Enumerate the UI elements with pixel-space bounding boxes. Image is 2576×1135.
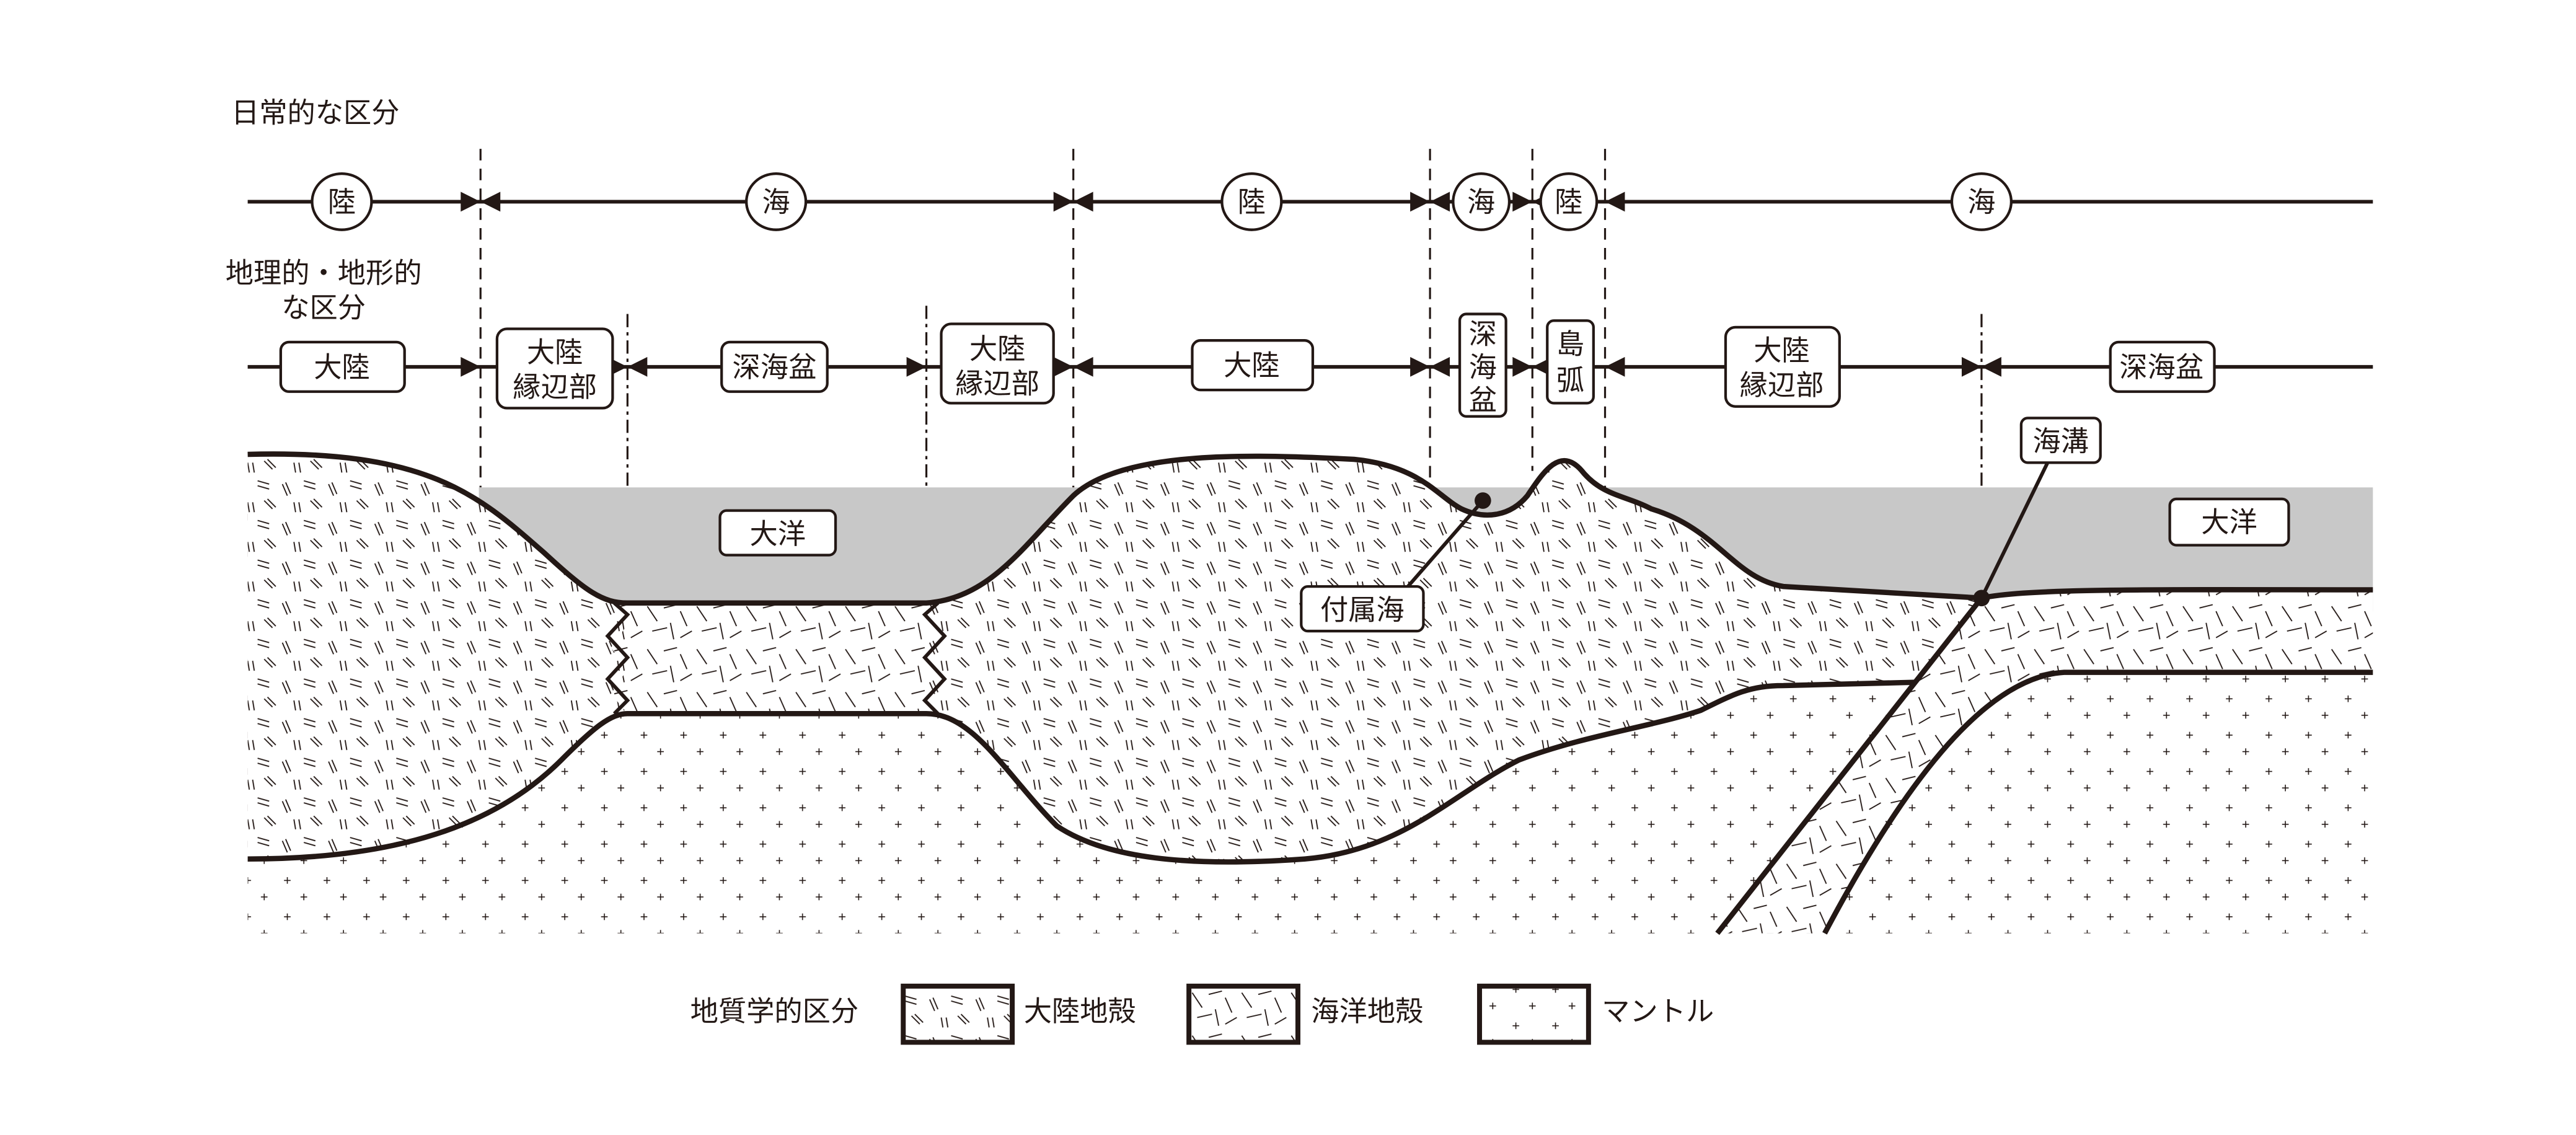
svg-text:海: 海 [762,185,790,218]
label-continent: 大陸 [279,340,406,393]
svg-text:陸: 陸 [1238,185,1266,218]
legend-swatch-mantle [1477,983,1591,1045]
everyday-division-title: 日常的な区分 [231,97,400,130]
svg-text:海: 海 [1467,185,1495,218]
ocean-label-right: 大洋 [2168,497,2290,547]
svg-text:海: 海 [1469,351,1497,384]
label-land: 陸 [311,172,373,231]
label-island-arc: 島弧 [1546,319,1595,405]
ocean-label-left: 大洋 [718,509,837,557]
legend-label: 大陸地殻 [1024,995,1136,1028]
svg-text:陸: 陸 [328,185,356,218]
svg-text:縁辺部: 縁辺部 [513,371,597,404]
cross-section [247,451,2373,935]
label-land: 陸 [1220,172,1283,231]
geographic-division-title-2: な区分 [281,291,366,324]
label-sea: 海 [1452,172,1511,231]
label-land: 陸 [1539,172,1599,231]
legend-swatch-oceanic-crust [1186,983,1300,1045]
label-deep-sea-basin: 深海盆 [2109,340,2216,393]
label-sea: 海 [745,172,808,231]
svg-text:深: 深 [1469,318,1497,351]
svg-text:縁辺部: 縁辺部 [955,367,1039,400]
legend-label: 海洋地殻 [1311,995,1423,1028]
svg-text:大陸: 大陸 [314,351,370,384]
geographic-division-title: 地理的・地形的 [226,257,422,289]
legend-title: 地質学的区分 [690,995,859,1028]
svg-text:深海盆: 深海盆 [733,351,817,384]
svg-text:海: 海 [1967,185,1995,218]
svg-text:大陸: 大陸 [1753,334,1810,367]
svg-text:大洋: 大洋 [750,518,806,550]
label-continent: 大陸 [1191,339,1315,392]
trench-callout: 海溝 [1973,417,2102,607]
legend: 地質学的区分 大陸地殻 海洋地殻 マントル [690,983,1714,1045]
svg-text:大陸: 大陸 [1224,349,1280,382]
svg-text:大洋: 大洋 [2201,506,2257,539]
label-sea: 海 [1950,172,2013,231]
svg-text:島: 島 [1556,327,1584,360]
svg-text:大陸: 大陸 [969,332,1026,365]
svg-text:付属海: 付属海 [1320,593,1405,626]
svg-text:大陸: 大陸 [527,336,583,369]
marginal-sea-callout: 付属海 [1300,492,1491,633]
label-deep-sea-basin: 深海盆 [720,340,829,393]
svg-text:縁辺部: 縁辺部 [1740,369,1824,402]
svg-text:陸: 陸 [1555,185,1582,218]
legend-label: マントル [1602,995,1714,1028]
svg-text:盆: 盆 [1469,384,1497,417]
label-deep-sea-basin-vertical: 深海盆 [1458,312,1507,418]
svg-text:弧: 弧 [1556,364,1584,397]
legend-swatch-continental-crust [901,983,1015,1045]
svg-text:海溝: 海溝 [2033,425,2089,458]
svg-text:深海盆: 深海盆 [2119,351,2203,384]
everyday-division-row: 陸 海 陸 海 陸 海 [247,172,2373,231]
